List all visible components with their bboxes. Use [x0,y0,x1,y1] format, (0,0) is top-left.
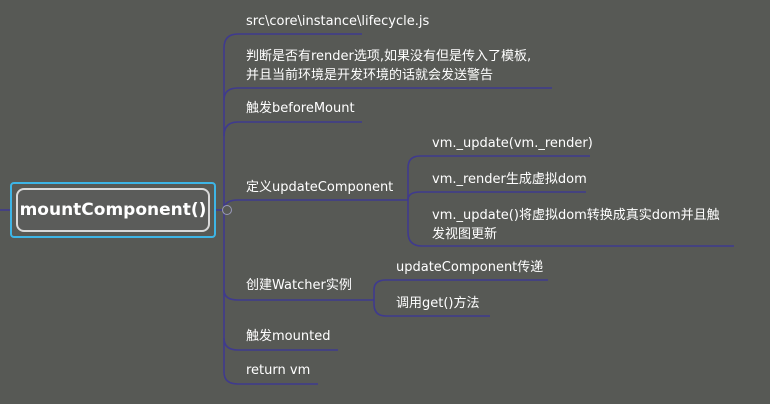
root-node[interactable]: mountComponent() [10,182,216,238]
branch-5-label[interactable]: 创建Watcher实例 [246,278,352,293]
branch-4-child-3-line [407,231,734,247]
branch-4-child-3-label[interactable]: vm._update()将虚拟dom转换成真实dom并且触 发视图更新 [432,206,720,244]
branch-2-label[interactable]: 判断是否有render选项,如果没有但是传入了模板, 并且当前环境是开发环境的话… [246,47,531,85]
branch-5-child-1-label[interactable]: updateComponent传递 [396,260,544,275]
branch-2-label-line-1: 判断是否有render选项,如果没有但是传入了模板, [246,49,532,64]
branch-4-child-2-label[interactable]: vm._render生成虚拟dom [432,172,587,187]
branch-5-child-1-line [373,279,548,291]
branch-4-child-1-label[interactable]: vm._update(vm._render) [432,136,593,151]
branch-7-label[interactable]: return vm [246,363,311,378]
branch-7-line [223,371,318,385]
branch-4-child-3-label-line-2: 发视图更新 [432,227,498,242]
branch-4-child-2-line [407,191,586,201]
branch-5-child-2-line [373,303,490,317]
branch-5-line [223,289,374,301]
branch-6-line [223,337,338,351]
branch-1-line [223,33,362,49]
branch-2-line [223,87,552,101]
branch-6-label[interactable]: 触发mounted [246,329,331,344]
branch-4-label[interactable]: 定义updateComponent [246,180,394,195]
branch-4-child-1-line [407,155,590,169]
branch-1-label[interactable]: src\core\instance\lifecycle.js [246,14,430,29]
branch-3-line [223,121,362,137]
collapse-toggle[interactable] [222,205,232,215]
branch-3-label[interactable]: 触发beforeMount [246,101,355,116]
branch-5-child-2-label[interactable]: 调用get()方法 [396,296,480,311]
branch-4-line [223,199,408,211]
root-node-label: mountComponent() [16,188,210,232]
branch-2-label-line-2: 并且当前环境是开发环境的话就会发送警告 [246,68,494,83]
branch-4-child-3-label-line-1: vm._update()将虚拟dom转换成真实dom并且触 [432,208,720,223]
